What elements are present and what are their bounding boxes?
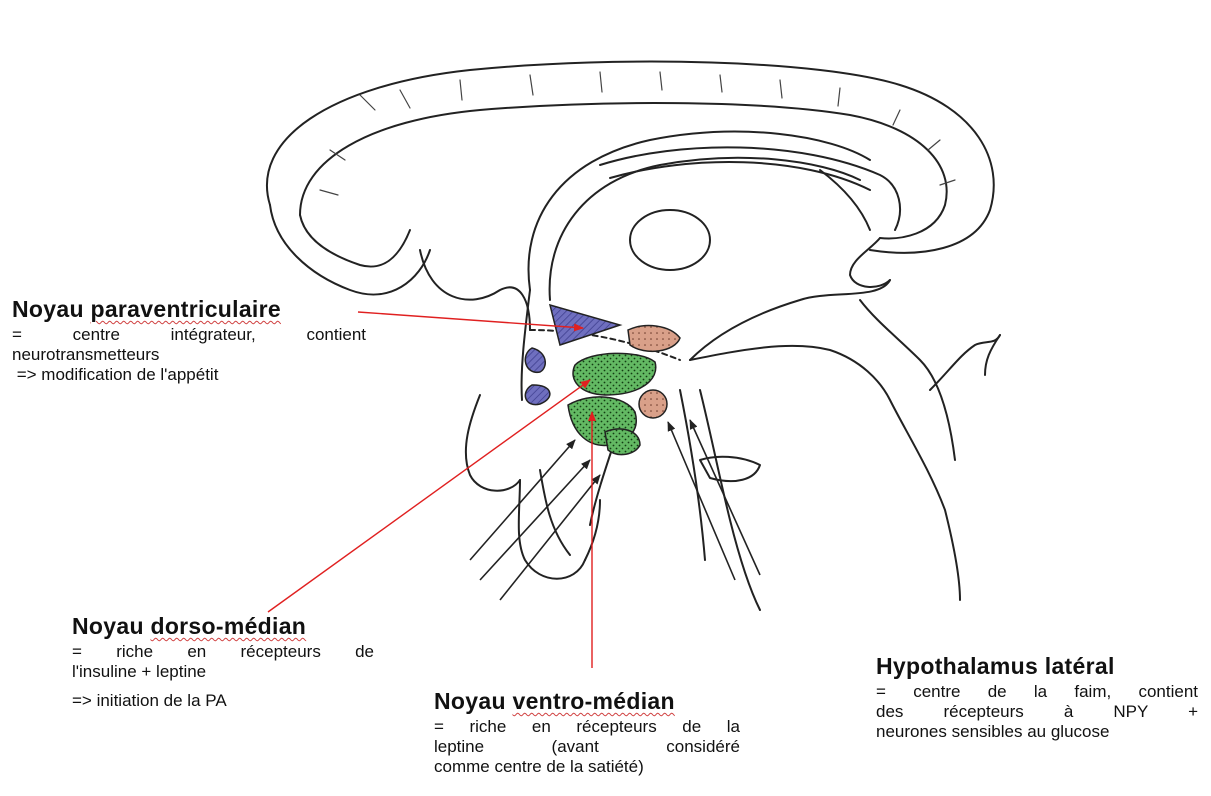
label-title-term: dorso-médian — [150, 613, 306, 639]
nuclei — [525, 305, 680, 455]
label-line: comme centre de la satiété) — [434, 757, 740, 777]
cortex-texture — [320, 72, 955, 195]
label-line: l'insuline + leptine — [72, 662, 374, 682]
label-title-prefix: Noyau — [72, 613, 150, 639]
label-line: = centre intégrateur, contient — [12, 325, 366, 345]
label-title-term: ventro-médian — [512, 688, 674, 714]
label-title-term: paraventriculaire — [90, 296, 280, 322]
label-dorso-median: Noyau dorso-médian = riche en récepteurs… — [72, 613, 374, 711]
paraventricular-nucleus-lower — [525, 348, 545, 372]
paraventricular-nucleus-small — [525, 385, 550, 405]
label-line: => modification de l'appétit — [12, 365, 366, 385]
label-title: Noyau dorso-médian — [72, 613, 374, 640]
label-title: Hypothalamus latéral — [876, 653, 1198, 680]
label-title: Noyau ventro-médian — [434, 688, 740, 715]
label-line: = riche en récepteurs de la — [434, 717, 740, 737]
label-line: des récepteurs à NPY + — [876, 702, 1198, 722]
label-paraventriculaire: Noyau paraventriculaire = centre intégra… — [12, 296, 366, 385]
label-title: Noyau paraventriculaire — [12, 296, 366, 323]
label-line: neurotransmetteurs — [12, 345, 366, 365]
pointer-dorso-median — [268, 380, 590, 612]
label-title-prefix: Noyau — [434, 688, 512, 714]
pointer-paraventriculaire — [358, 312, 583, 328]
label-line: = centre de la faim, contient — [876, 682, 1198, 702]
dorsomedial-nucleus — [573, 353, 656, 395]
label-line: neurones sensibles au glucose — [876, 722, 1198, 742]
mammillary-body-pink — [639, 390, 667, 418]
label-title-prefix: Noyau — [12, 296, 90, 322]
arcuate-nucleus — [605, 429, 640, 455]
label-line: = riche en récepteurs de — [72, 642, 374, 662]
anterior-nucleus-pink — [628, 326, 680, 352]
label-line: leptine (avant considéré — [434, 737, 740, 757]
label-hypothalamus-lateral: Hypothalamus latéral = centre de la faim… — [876, 653, 1198, 742]
label-ventro-median: Noyau ventro-médian = riche en récepteur… — [434, 688, 740, 777]
label-line: => initiation de la PA — [72, 691, 374, 711]
